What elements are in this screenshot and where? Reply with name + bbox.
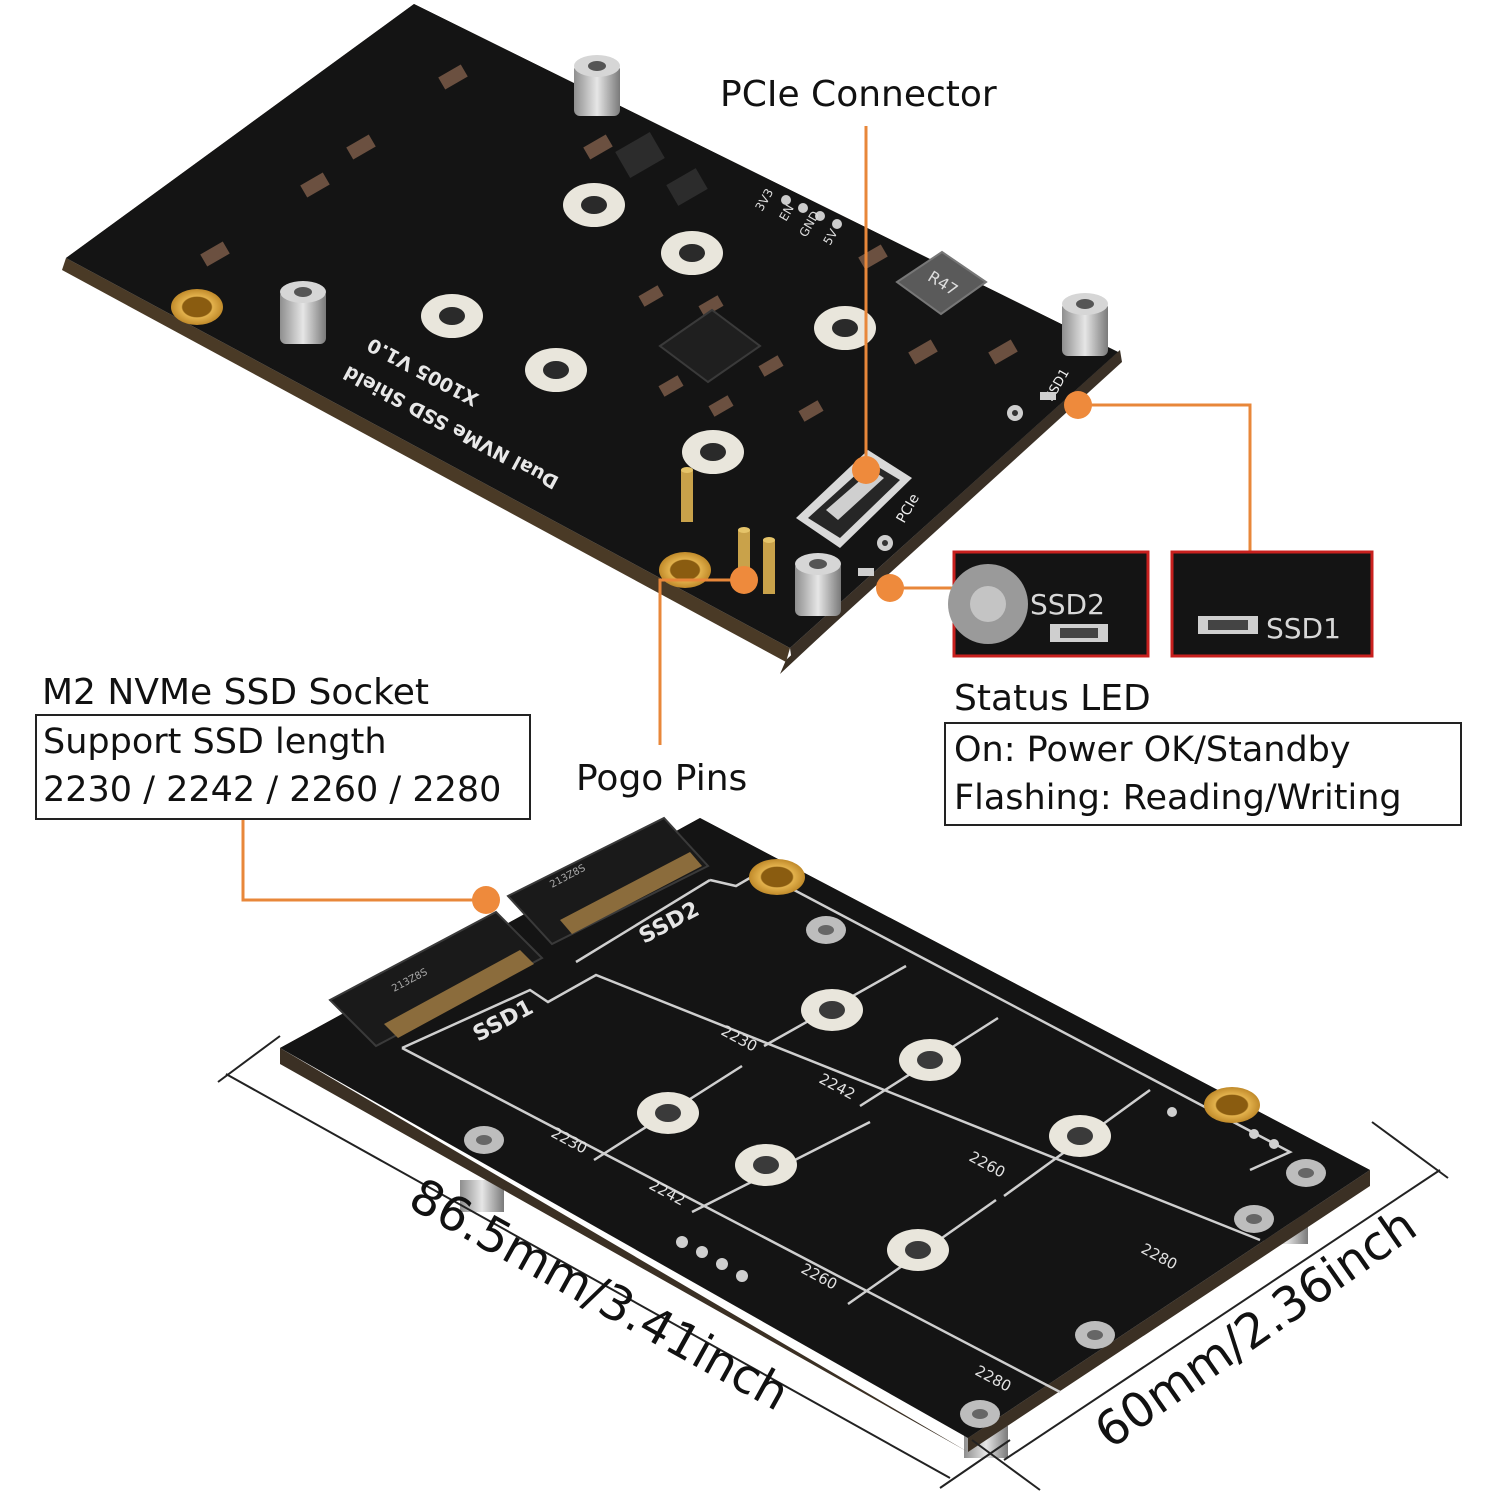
standoffs xyxy=(280,55,1108,616)
led-zoom-ssd1: SSD1 xyxy=(1170,550,1374,658)
status-led-box: On: Power OK/Standby Flashing: Reading/W… xyxy=(944,722,1462,826)
m2-socket-title: M2 NVMe SSD Socket xyxy=(42,672,429,713)
m2-connector-ssd2: 213Z8S xyxy=(506,816,710,946)
m2-socket-line-lengths: 2230 / 2242 / 2260 / 2280 xyxy=(43,770,502,810)
mounting-pad-icon xyxy=(659,552,711,588)
led-zoom-ssd1-label: SSD1 xyxy=(1266,612,1341,645)
ssd2-led-icon xyxy=(858,568,874,576)
mounting-pad-icon xyxy=(1204,1087,1260,1123)
top-board: R47 3V3 EN GND 5V X1005 V1.0 Dual NVMe S… xyxy=(62,4,1122,674)
ssd1-led-icon xyxy=(1040,392,1056,400)
m2-connector-ssd1: 213Z8S xyxy=(328,910,544,1048)
m2-socket-box: Support SSD length 2230 / 2242 / 2260 / … xyxy=(35,714,531,820)
mounting-pad-icon xyxy=(749,859,805,895)
m2-socket-line-support: Support SSD length xyxy=(43,722,387,762)
led-zoom-ssd2-label: SSD2 xyxy=(1030,588,1105,621)
callout-dot-icon xyxy=(852,456,880,484)
status-led-line-flashing: Flashing: Reading/Writing xyxy=(954,778,1402,818)
controller-chip xyxy=(658,308,762,384)
callout-dot-icon xyxy=(472,886,500,914)
inductor: R47 xyxy=(895,250,988,316)
pcie-fpc-connector: PCIe xyxy=(796,450,923,548)
dimension-lines xyxy=(217,1035,1449,1491)
callout-dot-icon xyxy=(876,574,904,602)
callout-lines xyxy=(241,126,1252,902)
screws xyxy=(464,916,1326,1428)
callout-dots xyxy=(472,391,1092,914)
pogo-pins-label: Pogo Pins xyxy=(576,758,748,799)
callout-dot-icon xyxy=(1064,391,1092,419)
led-zoom-ssd2: SSD2 xyxy=(948,550,1150,658)
mounting-pad-icon xyxy=(171,289,223,325)
pcie-connector-label: PCIe Connector xyxy=(720,74,997,115)
status-led-title: Status LED xyxy=(954,678,1151,719)
pogo-pins xyxy=(681,467,775,594)
status-led-line-on: On: Power OK/Standby xyxy=(954,730,1351,770)
bottom-board: 213Z8S 213Z8S SSD1 SSD2 2230 2242 2260 2… xyxy=(280,816,1370,1458)
callout-dot-icon xyxy=(730,566,758,594)
